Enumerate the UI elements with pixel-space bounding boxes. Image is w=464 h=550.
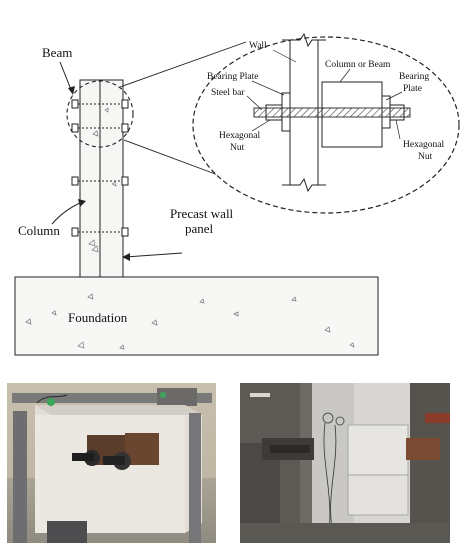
label-bearing-plate-left: Bearing Plate [207, 72, 258, 82]
column-aggregate [88, 107, 117, 253]
steel-bar [253, 107, 411, 118]
wall-arrow [125, 252, 183, 258]
foundation-aggregate [25, 293, 355, 350]
label-hex-nut-right-2: Nut [418, 152, 433, 162]
label-column: Column [18, 223, 60, 238]
detail-leaders [246, 49, 403, 140]
specimen-photo [7, 383, 216, 543]
connection-closeup-photo [240, 383, 450, 543]
label-wall: Wall [249, 41, 267, 51]
foundation-block [14, 276, 379, 356]
label-hex-nut-right: Hexagonal [403, 140, 445, 150]
detail-callout-circle [66, 80, 134, 148]
precast-wall-panel [99, 79, 124, 278]
label-hex-nut-left: Hexagonal [219, 131, 261, 141]
beam-arrow [59, 61, 73, 93]
label-column-or-beam: Column or Beam [325, 60, 391, 70]
column-arrow [51, 201, 83, 225]
label-precast-wall-panel-2: panel [185, 221, 214, 236]
label-bearing-plate-right: Bearing [399, 72, 429, 82]
label-foundation: Foundation [68, 310, 128, 325]
label-beam: Beam [42, 45, 72, 60]
callout-line-top [119, 41, 247, 88]
label-precast-wall-panel: Precast wall [170, 206, 234, 221]
label-hex-nut-left-2: Nut [230, 143, 245, 153]
bolt-rows [71, 99, 130, 237]
label-steel-bar: Steel bar [211, 88, 245, 98]
callout-line-bottom [123, 139, 227, 179]
label-bearing-plate-right-2: Plate [403, 84, 422, 94]
